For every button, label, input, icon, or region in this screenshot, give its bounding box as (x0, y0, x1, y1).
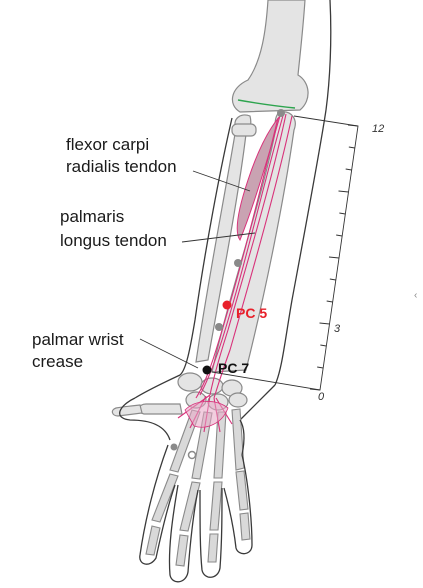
fcr-leader-line (192, 170, 251, 192)
ruler-tick-0: 0 (318, 391, 325, 403)
palmar-aponeurosis (184, 401, 229, 428)
pc5-marker (222, 300, 232, 310)
ruler-tick-mark (329, 278, 336, 281)
edge-mark: ‹ (414, 290, 417, 301)
ruler-tick-mark (345, 168, 352, 171)
thumb-bones (111, 403, 183, 417)
ruler-tick-mark (347, 124, 359, 127)
ruler-tick-mark (336, 234, 343, 237)
palmaris-longus-tendon (199, 111, 285, 396)
ruler-tick-mark (326, 300, 333, 303)
pc5-label: PC 5 (236, 305, 267, 321)
humerus (231, 0, 309, 113)
wrist-crease-leader-line (139, 338, 199, 369)
fcr-label-line2: radialis tendon (66, 157, 177, 176)
wrist-label-line1: palmar wrist (32, 330, 124, 349)
elbow-crease-line (237, 99, 296, 109)
pl-label-line1: palmaris (60, 207, 124, 226)
pc7-label: PC 7 (218, 360, 249, 376)
palm-point (170, 443, 178, 451)
metacarpals (169, 408, 245, 480)
ruler-tick-mark (319, 322, 330, 325)
tendons (177, 111, 293, 433)
ruler-tick-mark (328, 256, 340, 259)
measurement-ruler: 12 3 0 (211, 115, 384, 403)
ruler-tick-mark (309, 388, 321, 391)
pl-leader-line (181, 232, 256, 243)
ruler-tick-mark (339, 212, 346, 215)
acupoint-pc5: PC 5 (222, 300, 267, 321)
lower-forearm-reference-point (215, 323, 223, 331)
acupoint-pc7: PC 7 (202, 360, 249, 376)
ruler-tick-mark (348, 146, 355, 149)
forearm-reference-point (234, 259, 242, 267)
pl-label-line2: longus tendon (60, 231, 167, 250)
forearm-bones (195, 111, 296, 373)
ruler-tick-mark (338, 190, 349, 193)
ruler-ticks (309, 124, 359, 391)
reference-points (170, 109, 285, 460)
fcr-label-line1: flexor carpi (66, 135, 149, 154)
ruler-tick-mark (320, 344, 327, 347)
ruler-tick-3: 3 (334, 323, 341, 335)
palm-hollow-point (187, 450, 197, 460)
leader-lines (139, 170, 256, 369)
ruler-tick-mark (317, 366, 324, 369)
ruler-tick-12: 12 (372, 123, 384, 135)
flexor-carpi-radialis-muscle (236, 115, 281, 242)
flexor-carpi-radialis-tendon (209, 113, 287, 396)
elbow-reference-point (277, 109, 285, 117)
phalanges (145, 470, 251, 567)
skin-outline (134, 0, 332, 421)
finger-outlines (119, 397, 253, 583)
wrist-label-line2: crease (32, 352, 83, 371)
pc7-marker (202, 365, 212, 375)
